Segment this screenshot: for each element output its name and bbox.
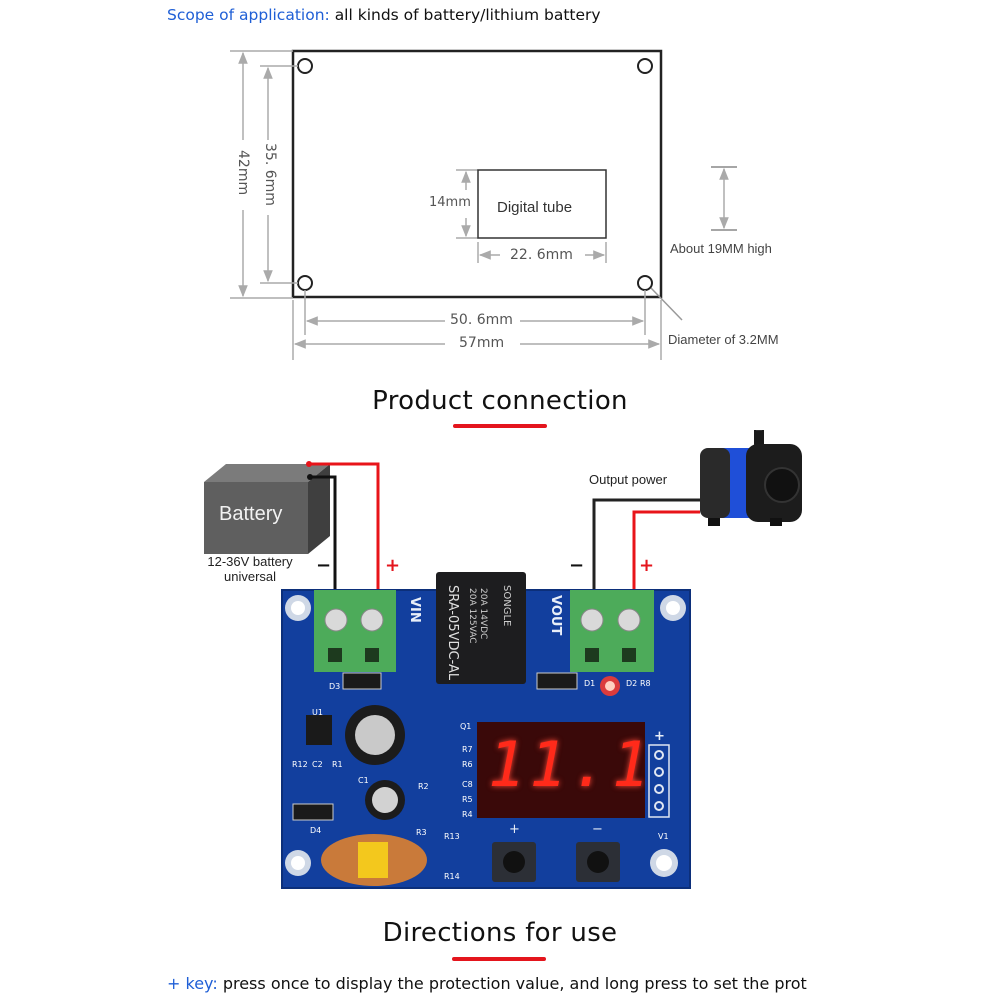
directions-underline xyxy=(452,957,546,961)
scope-value: all kinds of battery/lithium battery xyxy=(334,6,601,24)
output-positive-wire xyxy=(632,510,700,590)
display-value: 11.1 xyxy=(488,728,654,801)
output-plus-sign: + xyxy=(639,555,655,576)
diode-d3 xyxy=(342,672,382,690)
output-power-label: Output power xyxy=(589,472,668,487)
battery-caption-line1: 12-36V battery xyxy=(207,554,293,569)
silk-u1: U1 xyxy=(312,708,323,717)
key-minus-label: − xyxy=(592,822,603,837)
vout-label: VOUT xyxy=(548,595,563,636)
input-minus-sign: − xyxy=(316,555,332,576)
title-underline xyxy=(453,424,547,428)
toroid-inductor xyxy=(321,834,427,886)
silk-d4: D4 xyxy=(310,826,322,835)
pcb-board xyxy=(281,572,691,889)
hole-diameter-note: Diameter of 3.2MM xyxy=(668,332,779,347)
silk-d3: D3 xyxy=(329,682,341,691)
dim-tube-height: 14mm xyxy=(429,195,471,210)
minus-key-button xyxy=(576,842,620,882)
relay-brand: SONGLE xyxy=(501,585,512,627)
relay-model: SRA-05VDC-AL xyxy=(445,585,460,681)
silk-c1: C1 xyxy=(358,776,369,785)
silk-d2: D2 xyxy=(626,679,638,688)
connection-diagram xyxy=(204,430,802,889)
output-negative-wire xyxy=(592,498,700,590)
silk-r6: R6 xyxy=(462,760,473,769)
scope-of-application: Scope of application: all kinds of batte… xyxy=(167,6,601,24)
battery-caption: 12-36V battery universal xyxy=(190,554,310,584)
scope-label: Scope of application: xyxy=(167,6,330,24)
dim-tube-width: 22. 6mm xyxy=(510,247,573,263)
water-pump-icon xyxy=(700,430,802,526)
silk-q1: Q1 xyxy=(460,722,472,731)
plus-key-text: press once to display the protection val… xyxy=(222,974,807,993)
silk-r2: R2 xyxy=(418,782,429,791)
pin-header xyxy=(648,744,670,818)
board-outline xyxy=(291,49,663,299)
digital-tube-label: Digital tube xyxy=(497,199,573,216)
silk-r8: R8 xyxy=(640,679,651,688)
silk-r3: R3 xyxy=(416,828,427,837)
input-terminal-block xyxy=(314,590,396,672)
output-minus-sign: − xyxy=(569,555,585,576)
chip-u1 xyxy=(306,715,332,745)
plus-key-instruction: + key: press once to display the protect… xyxy=(167,974,807,993)
mount-hole xyxy=(637,58,653,74)
pcb-mount-hole xyxy=(285,595,311,621)
vin-label: VIN xyxy=(407,597,422,623)
digital-tube-outline xyxy=(477,169,607,239)
pcb-mount-hole xyxy=(285,850,311,876)
dim-width-holes: 50. 6mm xyxy=(450,312,513,328)
plus-key-label: + key: xyxy=(167,974,218,993)
silk-r12: R12 xyxy=(292,760,308,769)
battery-label: Battery xyxy=(219,503,283,525)
silk-r5: R5 xyxy=(462,795,473,804)
battery-positive-wire xyxy=(309,462,380,590)
relay-rating-1: 20A 14VDC xyxy=(478,588,488,640)
header-plus-label: + xyxy=(654,729,665,744)
input-plus-sign: + xyxy=(385,555,401,576)
seven-segment-display xyxy=(477,722,645,818)
product-connection-title: Product connection xyxy=(372,386,628,416)
dim-width-outer: 57mm xyxy=(459,335,505,351)
plus-key-button xyxy=(492,842,536,882)
diode-d1 xyxy=(536,672,578,690)
mount-hole xyxy=(297,275,313,291)
silk-c2: C2 xyxy=(312,760,323,769)
battery-icon xyxy=(204,464,330,554)
battery-negative-wire xyxy=(310,475,337,590)
silk-d1: D1 xyxy=(584,679,596,688)
dim-height-outer: 42mm xyxy=(235,150,251,196)
relay xyxy=(436,572,526,684)
dim-height-holes: 35. 6mm xyxy=(262,143,278,206)
silk-r13: R13 xyxy=(444,832,460,841)
mount-hole xyxy=(297,58,313,74)
battery-caption-line2: universal xyxy=(223,569,277,584)
pcb-mount-hole xyxy=(650,849,678,877)
dimension-drawing xyxy=(230,49,737,360)
mount-hole xyxy=(637,275,653,291)
silk-r1: R1 xyxy=(332,760,343,769)
silk-r14: R14 xyxy=(444,872,460,881)
key-plus-label: + xyxy=(509,822,520,837)
diode-d4 xyxy=(292,803,334,821)
silk-v1: V1 xyxy=(658,832,669,841)
silk-r7: R7 xyxy=(462,745,473,754)
silk-r4: R4 xyxy=(462,810,473,819)
pcb-mount-hole xyxy=(660,595,686,621)
directions-title: Directions for use xyxy=(382,918,618,948)
relay-rating-2: 20A 125VAC xyxy=(467,588,477,644)
output-terminal-block xyxy=(570,590,654,672)
silk-c8: C8 xyxy=(462,780,473,789)
height-note: About 19MM high xyxy=(670,241,772,256)
